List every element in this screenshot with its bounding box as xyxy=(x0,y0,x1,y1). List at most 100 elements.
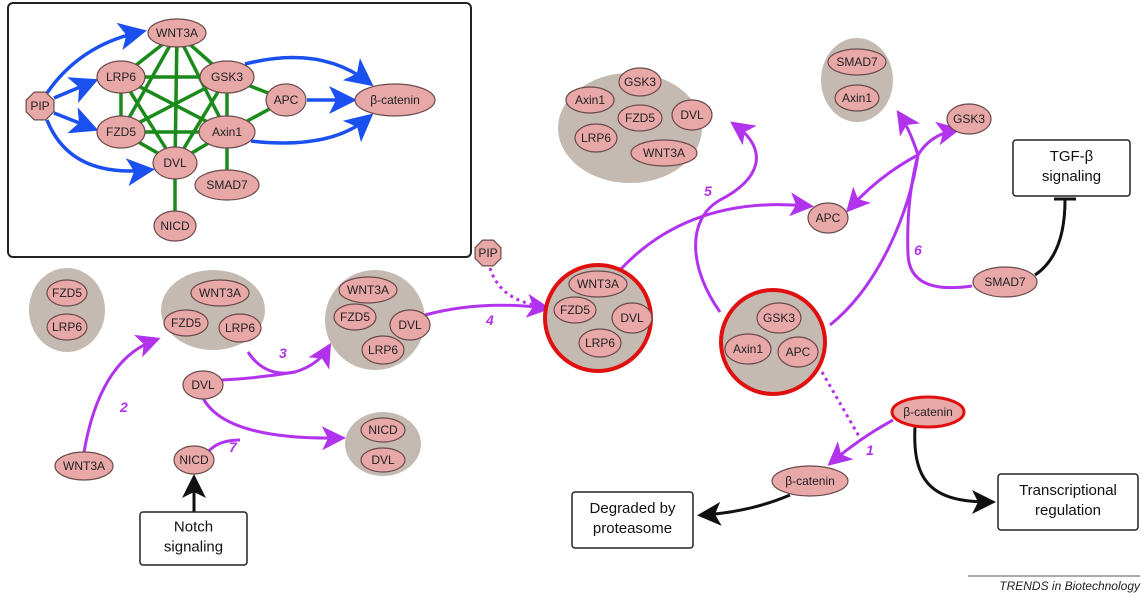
node-label: DVL xyxy=(398,318,422,332)
complex-member-gsk3: GSK3 xyxy=(756,302,802,334)
node-label: NICD xyxy=(368,423,398,437)
complex-member-smad7: SMAD7 xyxy=(827,48,887,76)
arrow-step-2 xyxy=(82,334,161,453)
node-label: GSK3 xyxy=(624,75,656,89)
node-label: Axin1 xyxy=(733,342,763,356)
complex-member-fzd5: FZD5 xyxy=(617,104,663,132)
complex-member-wnt3a: WNT3A xyxy=(630,139,698,167)
node-label: β-catenin xyxy=(903,405,953,419)
complex-member-dvl: DVL xyxy=(611,302,653,334)
node-label: Axin1 xyxy=(212,125,242,139)
step-number-1: 1 xyxy=(866,442,874,458)
node-label: β-catenin xyxy=(370,93,420,107)
node-label: Axin1 xyxy=(575,93,605,107)
step-number-2: 2 xyxy=(119,399,128,415)
footer-credit: TRENDS in Biotechnology xyxy=(999,579,1141,593)
node-label: Axin1 xyxy=(842,91,872,105)
node-label: FZD5 xyxy=(625,111,655,125)
step-number-4: 4 xyxy=(485,312,494,328)
complex-member-lrp6: LRP6 xyxy=(218,313,262,343)
node-label: SMAD7 xyxy=(984,275,1026,289)
inset-node-nicd: NICD xyxy=(153,210,197,242)
node-bcat2: β-catenin xyxy=(771,465,849,497)
step-number-7: 7 xyxy=(229,439,238,455)
box-label: Degraded by xyxy=(590,500,676,517)
complex-member-axin1: Axin1 xyxy=(565,86,615,114)
inset-node-fzd5: FZD5 xyxy=(96,115,146,149)
regulation-arrow-axin1-bcat xyxy=(250,113,374,145)
complex-member-wnt3a: WNT3A xyxy=(338,276,398,304)
complex-member-dvl: DVL xyxy=(360,447,406,473)
complex-member-axin1: Axin1 xyxy=(834,84,880,112)
arrow-to-transcription xyxy=(913,426,996,514)
arrow-step-6 xyxy=(829,154,920,327)
node-label: GSK3 xyxy=(763,311,795,325)
node-label: NICD xyxy=(160,219,190,233)
complex-member-lrp6: LRP6 xyxy=(46,313,88,341)
complex-member-dvl: DVL xyxy=(389,309,431,341)
node-label: WNT3A xyxy=(156,26,198,40)
complex-member-gsk3: GSK3 xyxy=(618,67,662,97)
inset-node-bcat: β-catenin xyxy=(354,83,436,117)
node-bcat_active: β-catenin xyxy=(890,395,966,429)
complex-member-fzd5: FZD5 xyxy=(333,303,377,331)
inset-node-gsk3: GSK3 xyxy=(199,60,255,94)
arrow-smad7-step-6 xyxy=(906,154,973,290)
node-label: GSK3 xyxy=(953,112,985,126)
regulation-arrow-pip-lrp6 xyxy=(53,77,99,104)
interaction-edge-wnt3a-fzd5 xyxy=(119,32,179,133)
node-label: SMAD7 xyxy=(206,178,248,192)
node-label: FZD5 xyxy=(171,316,201,330)
arrow-step-4 xyxy=(424,293,551,318)
node-label: WNT3A xyxy=(577,277,619,291)
node-label: FZD5 xyxy=(106,125,136,139)
node-label: GSK3 xyxy=(211,70,243,84)
regulation-arrow-gsk3-bcat xyxy=(244,55,374,87)
regulation-arrow-pip-fzd5 xyxy=(53,107,99,134)
node-label: FZD5 xyxy=(560,303,590,317)
complex-member-lrp6: LRP6 xyxy=(574,123,618,153)
regulation-arrow-pip-wnt3a xyxy=(45,22,147,94)
node-label: DVL xyxy=(371,453,395,467)
interaction-edge-wnt3a-dvl xyxy=(173,32,179,164)
node-label: WNT3A xyxy=(199,286,241,300)
node-label: LRP6 xyxy=(581,131,611,145)
node-gsk3b: GSK3 xyxy=(946,103,992,135)
node-label: FZD5 xyxy=(340,310,370,324)
arrow-step-5-to-apc xyxy=(618,192,814,272)
inset-node-axin1: Axin1 xyxy=(198,115,256,149)
node-label: β-catenin xyxy=(785,474,835,488)
complex-member-lrp6: LRP6 xyxy=(578,328,622,358)
complex-member-fzd5: FZD5 xyxy=(553,296,597,324)
box-label: proteasome xyxy=(593,520,672,537)
step-number-6: 6 xyxy=(914,242,922,258)
node-label: LRP6 xyxy=(106,70,136,84)
node-pip2: PIP xyxy=(474,239,502,267)
box-degraded: Degraded by proteasome xyxy=(571,491,694,549)
node-label: NICD xyxy=(179,453,209,467)
box-label: signaling xyxy=(164,539,223,556)
node-apc2: APC xyxy=(807,202,849,234)
inhibition-smad7-tgf xyxy=(1034,199,1067,277)
complex-member-nicd: NICD xyxy=(360,417,406,443)
node-label: APC xyxy=(274,93,299,107)
node-label: WNT3A xyxy=(643,146,685,160)
node-label: DVL xyxy=(620,311,644,325)
complex-member-lrp6: LRP6 xyxy=(361,335,405,365)
node-label: LRP6 xyxy=(225,321,255,335)
node-label: LRP6 xyxy=(585,336,615,350)
box-label: Notch xyxy=(174,519,213,536)
regulation-arrow-pip-dvl xyxy=(45,119,155,187)
node-wnt3a2: WNT3A xyxy=(54,451,114,481)
complex-member-axin1: Axin1 xyxy=(724,333,772,365)
complex-member-dvl: DVL xyxy=(671,99,713,131)
arrow-step-7 xyxy=(206,438,241,454)
node-label: PIP xyxy=(478,246,497,260)
node-label: LRP6 xyxy=(368,343,398,357)
inset-node-apc: APC xyxy=(265,83,307,117)
arrow-step-3 xyxy=(246,342,332,375)
inset-node-pip: PIP xyxy=(25,91,55,121)
complex-member-apc: APC xyxy=(777,336,819,368)
